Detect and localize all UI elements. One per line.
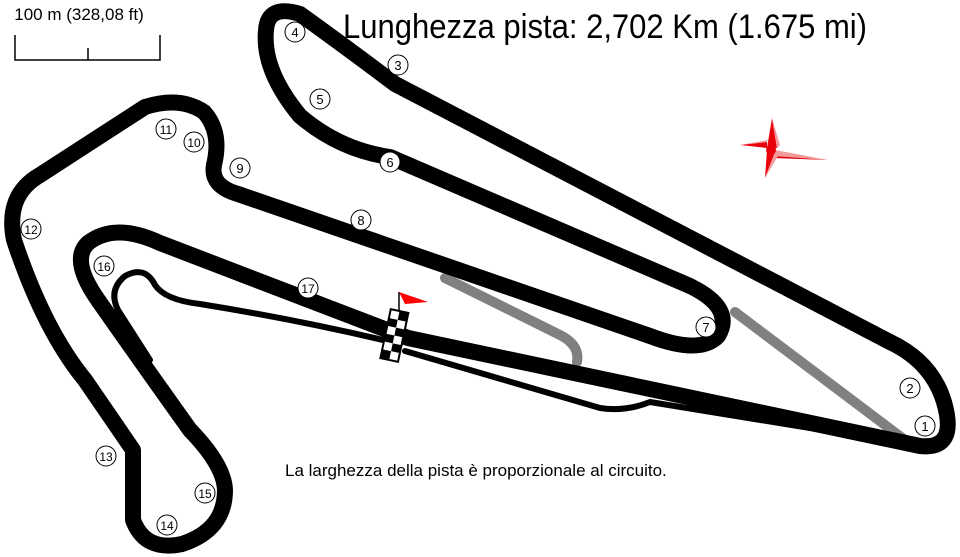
turn-label: 15 bbox=[198, 487, 212, 501]
turn-marker-4: 4 bbox=[284, 21, 306, 43]
track-length-title: Lunghezza pista: 2,702 Km (1.675 mi) bbox=[343, 8, 867, 46]
turn-label: 1 bbox=[921, 419, 928, 434]
turn-label: 9 bbox=[236, 161, 243, 176]
pit-lane-exit bbox=[440, 273, 583, 367]
turn-marker-7: 7 bbox=[695, 316, 717, 338]
turn-marker-12: 12 bbox=[20, 218, 42, 240]
turn-label: 6 bbox=[386, 155, 393, 170]
turn-marker-13: 13 bbox=[95, 445, 117, 467]
turn-marker-17: 17 bbox=[297, 277, 319, 299]
turn-marker-2: 2 bbox=[899, 377, 921, 399]
race-track bbox=[4, 3, 956, 554]
turn-markers: 1 2 3 4 5 6 7 8 9 10 11 12 13 14 15 16 1… bbox=[20, 21, 936, 536]
turn-marker-10: 10 bbox=[183, 131, 205, 153]
width-note: La larghezza della pista è proporzionale… bbox=[285, 461, 667, 480]
turn-label: 4 bbox=[291, 25, 298, 40]
turn-marker-5: 5 bbox=[309, 88, 331, 110]
turn-label: 14 bbox=[160, 519, 174, 533]
turn-marker-8: 8 bbox=[350, 209, 372, 231]
turn-label: 10 bbox=[187, 136, 201, 150]
scale-bar bbox=[14, 35, 161, 61]
start-finish-line bbox=[379, 308, 410, 364]
turn-label: 11 bbox=[160, 123, 173, 137]
turn-marker-3: 3 bbox=[387, 54, 409, 76]
turn-marker-6: 6 bbox=[379, 151, 401, 173]
turn-marker-1: 1 bbox=[914, 415, 936, 437]
turn-marker-16: 16 bbox=[93, 255, 115, 277]
turn-label: 16 bbox=[97, 260, 111, 274]
turn-marker-11: 11 bbox=[155, 118, 177, 140]
compass-rose-icon bbox=[740, 118, 828, 178]
scale-label: 100 m (328,08 ft) bbox=[14, 5, 143, 24]
turn-label: 3 bbox=[394, 58, 401, 73]
pit-lane-entry bbox=[730, 307, 910, 445]
red-flag bbox=[399, 292, 428, 304]
turn-marker-15: 15 bbox=[194, 482, 216, 504]
turn-label: 12 bbox=[24, 223, 38, 237]
turn-label: 13 bbox=[99, 450, 113, 464]
turn-label: 7 bbox=[702, 320, 709, 335]
turn-marker-9: 9 bbox=[229, 157, 251, 179]
turn-label: 8 bbox=[357, 213, 364, 228]
turn-marker-14: 14 bbox=[156, 514, 178, 536]
inner-track-line bbox=[111, 269, 923, 449]
turn-label: 5 bbox=[316, 92, 323, 107]
turn-label: 2 bbox=[906, 381, 913, 396]
turn-label: 17 bbox=[301, 282, 315, 296]
